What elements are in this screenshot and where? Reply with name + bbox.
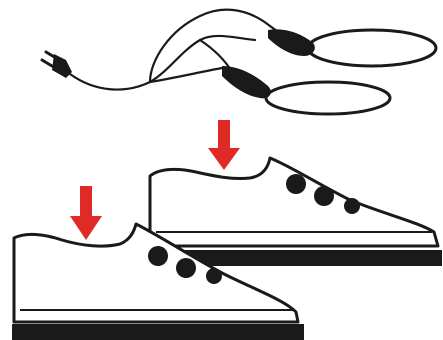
dryer-insert-icon: [222, 66, 390, 114]
plug-icon: [42, 52, 72, 78]
down-arrow-icon: [70, 186, 102, 240]
sneaker-icon: [150, 158, 442, 266]
cable-icon: [70, 10, 292, 90]
dryer-insert-icon: [268, 29, 436, 66]
down-arrow-icon: [208, 120, 240, 170]
